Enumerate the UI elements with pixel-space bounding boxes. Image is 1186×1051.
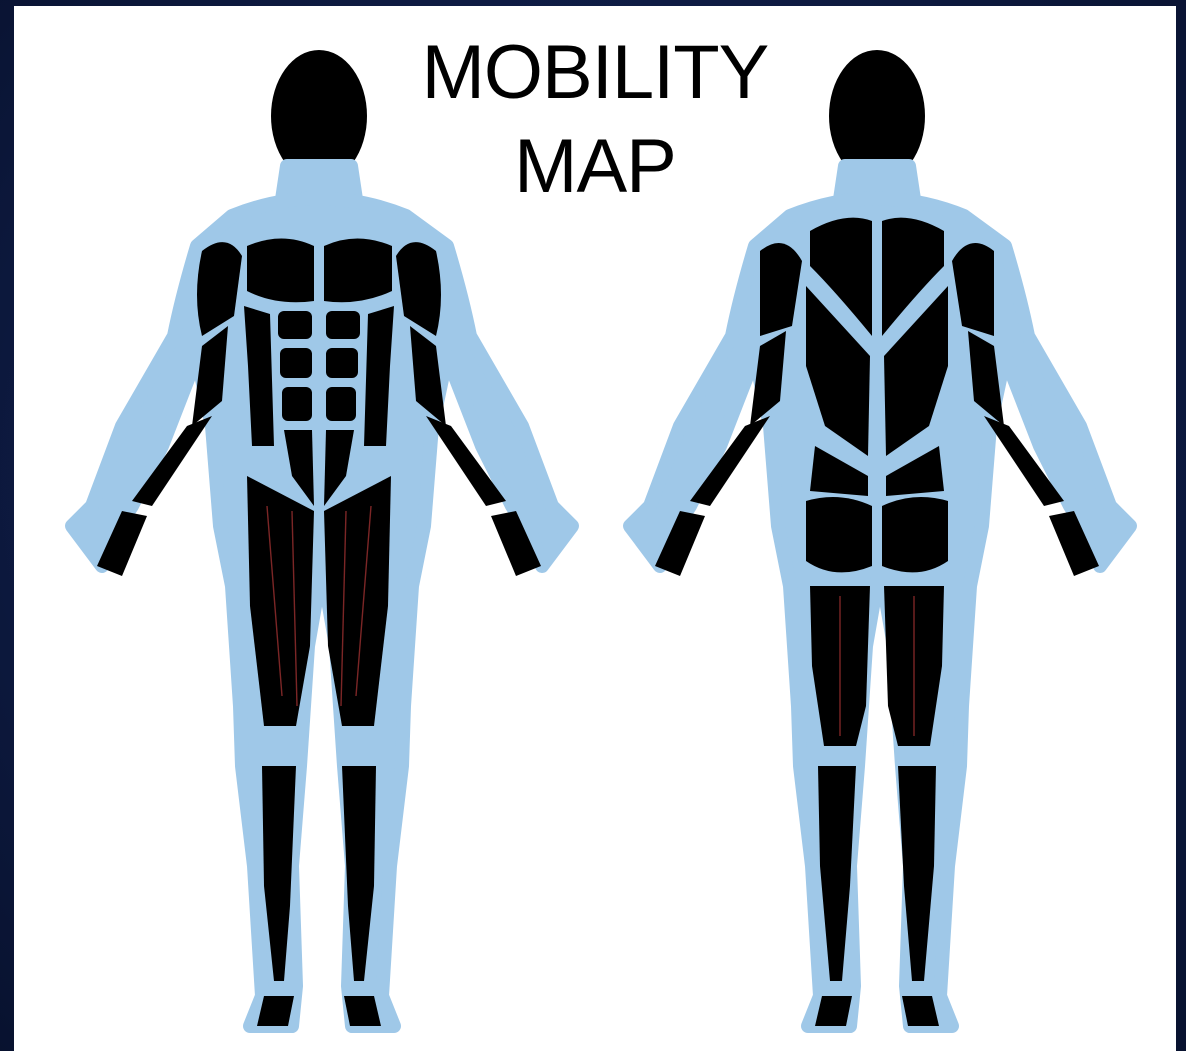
front-torso	[72, 199, 572, 1027]
front-pec-right	[324, 239, 392, 303]
front-body-figure	[52, 6, 592, 1051]
front-ab-1r	[326, 311, 360, 339]
diagram-panel: MOBILITY MAP	[14, 6, 1176, 1051]
back-glute-right	[882, 497, 948, 572]
back-body-figure	[610, 6, 1150, 1051]
front-ab-1l	[278, 311, 312, 339]
front-ab-2l	[280, 348, 312, 378]
front-pec-left	[247, 239, 314, 303]
front-ab-2r	[326, 348, 358, 378]
back-torso	[630, 199, 1130, 1027]
front-ab-3r	[326, 387, 356, 421]
front-ab-3l	[282, 387, 312, 421]
back-glute-left	[806, 497, 872, 572]
